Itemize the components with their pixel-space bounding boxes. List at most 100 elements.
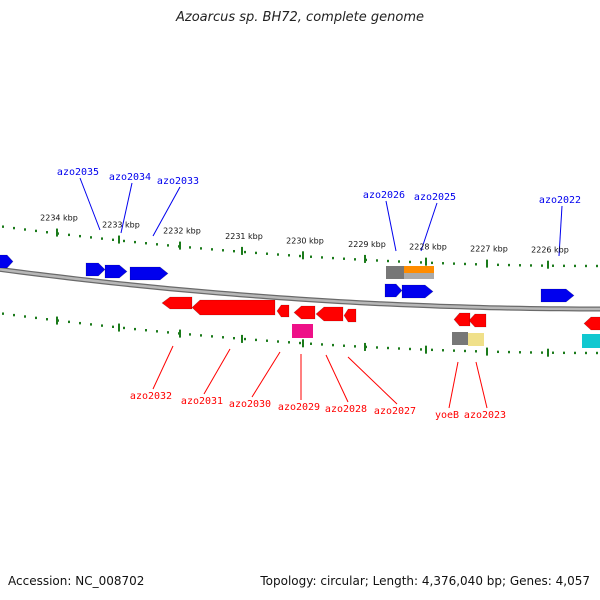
scale-dot-lower [354,345,356,348]
scale-dot-lower [211,335,213,338]
scale-dot-upper [233,249,235,253]
scale-dot-upper [321,256,323,259]
forward-gene-leader [120,182,133,234]
scale-tick-label: 2234 kbp [40,214,78,223]
scale-dot-lower [299,341,301,345]
reverse-gene-arrow-edge [583,316,600,331]
scale-dot-upper [101,237,103,240]
reverse-gene-arrow-body [344,309,356,322]
scale-dot-lower [68,320,70,324]
forward-gene-arrow [129,266,169,281]
scale-major-tick [179,241,181,250]
reverse-gene-label: azo2032 [130,391,172,402]
scale-major-tick-lower [425,345,427,354]
scale-tick-label: 2228 kbp [409,243,447,252]
forward-gene-arrow-body [105,265,127,278]
scale-dot-lower [123,326,125,330]
forward-gene-label: azo2022 [539,195,581,206]
scale-dot-upper [255,251,257,255]
scale-dot-upper [244,250,246,254]
scale-dot-upper [541,264,543,267]
reverse-gene-arrow [161,296,193,310]
reverse-gene-arrow-body [469,314,486,327]
scale-dot-upper [134,240,136,244]
scale-dot-lower [244,337,246,341]
scale-dot-upper [288,254,290,257]
forward-gene-arrow-edge [85,262,106,277]
scale-dot-upper [431,261,433,265]
scale-dot-lower [35,316,37,320]
reverse-gene-label: azo2031 [181,396,223,407]
scale-major-tick-lower [302,339,304,348]
reverse-gene-arrow-body [316,307,343,321]
scale-dot-upper [200,247,202,250]
scale-dot-upper [343,257,345,260]
reverse-gene-arrow-edge [453,312,471,327]
forward-gene-arrow-body [385,284,402,297]
scale-dot-lower [310,342,312,345]
reverse-gene-arrow-body [277,305,289,317]
scale-dot-lower [453,349,455,352]
reverse-gene-arrow [468,313,487,328]
scale-dot-upper [123,239,125,243]
forward-gene-label: azo2034 [109,172,151,183]
forward-gene-leader [558,205,563,257]
scale-dot-lower [167,331,169,334]
scale-dot-lower [552,351,554,354]
reverse-gene-label: azo2023 [464,410,506,421]
reverse-gene-leader [347,356,398,405]
scale-dot-upper [24,228,26,231]
reverse-gene-arrow-body [584,317,600,330]
scale-tick-label: 2232 kbp [163,227,201,236]
forward-gene-arrow-edge [0,254,14,269]
reverse-gene-arrow [583,316,600,331]
forward-gene-leader [420,202,438,252]
scale-major-tick [364,254,366,263]
reverse-gene-label: yoeB [435,410,459,421]
scale-dot-upper [222,249,224,252]
scale-dot-upper [156,243,158,246]
scale-dot-lower [376,346,378,349]
scale-major-tick-lower [241,334,243,343]
reverse-gene-arrow-edge [161,296,193,310]
scale-dot-lower [24,315,26,318]
scale-dot-lower [222,336,224,339]
forward-gene-arrow [85,262,106,277]
scale-dot-lower [233,336,235,340]
scale-dot-lower [585,351,587,355]
gene-box-yellow [468,333,484,346]
forward-gene-arrow-edge [104,264,128,279]
forward-gene-arrow-edge [401,284,434,299]
scale-dot-lower [431,348,433,352]
backbone-line [0,268,600,311]
forward-gene-arrow-body [130,267,168,280]
scale-dot-upper [310,255,312,258]
gene-box-gray-lower [452,332,468,345]
scale-dot-upper [79,234,81,238]
reverse-gene-arrow-edge [315,306,344,322]
scale-dot-lower [398,347,400,350]
scale-tick-label: 2231 kbp [225,232,263,241]
scale-tick-label: 2226 kbp [531,246,569,255]
scale-dot-upper [497,263,499,267]
scale-major-tick [547,260,549,269]
scale-dot-lower [255,338,257,342]
scale-dot-lower [530,351,532,354]
scale-dot-upper [354,258,356,261]
scale-dot-lower [112,325,114,329]
forward-gene-arrow-edge [540,288,575,303]
scale-major-tick [56,228,58,237]
scale-dot-upper [519,264,521,267]
forward-gene-arrow [540,288,575,303]
forward-gene-arrow-edge [129,266,169,281]
scale-dot-upper [442,262,444,265]
scale-dot-upper [530,264,532,267]
scale-major-tick-lower [364,342,366,351]
scale-dot-lower [321,343,323,346]
scale-dot-upper [46,231,48,234]
scale-dot-lower [596,351,598,355]
gene-box-magenta [292,324,313,338]
reverse-gene-leader [448,361,459,409]
reverse-gene-label: azo2029 [278,402,320,413]
forward-gene-arrow [104,264,128,279]
